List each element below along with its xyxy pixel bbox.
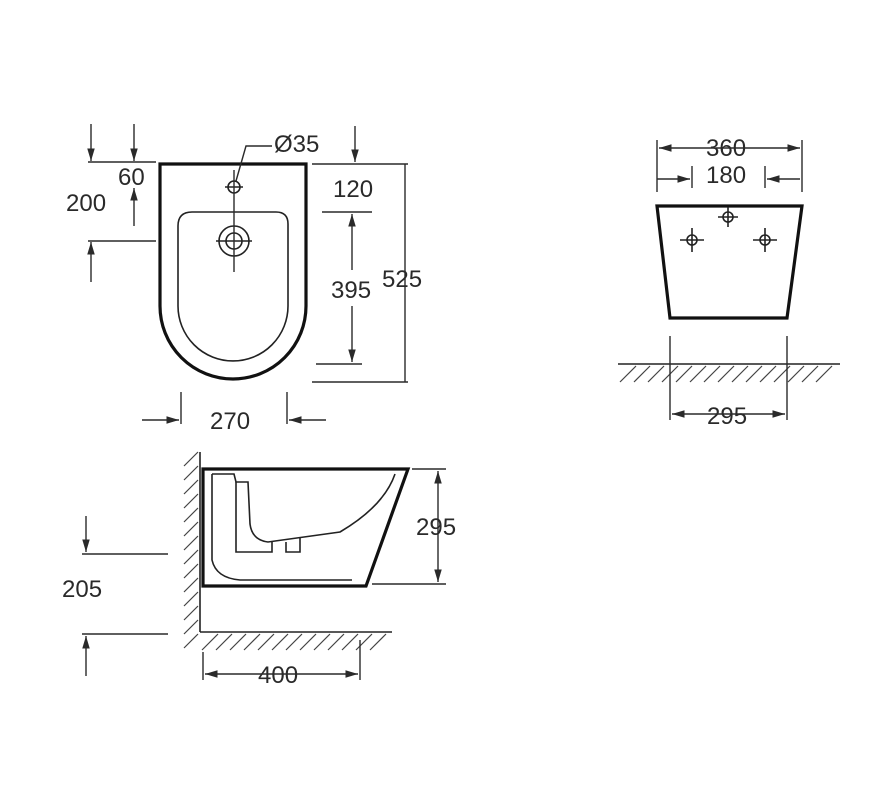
side-view-wall-hatch <box>183 451 201 649</box>
dim-label-180: 180 <box>706 162 746 189</box>
dim-label-295-rear: 295 <box>707 403 747 430</box>
dim-label-120: 120 <box>333 176 373 203</box>
rear-hole-right <box>753 228 777 252</box>
rear-view-outline <box>655 204 804 320</box>
top-view-inner-basin <box>177 211 289 362</box>
dim-label-360: 360 <box>706 135 746 162</box>
side-view-trap <box>211 474 352 581</box>
diameter-leader <box>235 145 272 182</box>
dim-label-205: 205 <box>62 576 102 603</box>
dim-label-270: 270 <box>210 408 250 435</box>
dim-label-200: 200 <box>66 190 106 217</box>
side-view-floor-hatch <box>200 631 392 651</box>
top-view-outer-outline <box>158 162 308 381</box>
dim-label-60: 60 <box>118 164 145 191</box>
rear-hole-left <box>680 228 704 252</box>
rear-view-floor-hatch <box>618 363 840 383</box>
dim-label-525: 525 <box>382 266 422 293</box>
side-view: 295 205 400 <box>62 451 456 689</box>
side-view-outline <box>201 467 411 588</box>
side-view-drain <box>235 482 301 553</box>
dim-label-295-side: 295 <box>416 514 456 541</box>
dim-label-diameter-35: Ø35 <box>274 131 319 158</box>
rear-hole-center <box>718 207 738 227</box>
rear-view: 360 180 295 <box>618 135 840 430</box>
dim-label-395: 395 <box>331 277 371 304</box>
dim-label-400: 400 <box>258 662 298 689</box>
top-view: Ø35 60 200 525 120 395 270 <box>66 124 422 435</box>
side-view-bowl-section <box>212 473 396 543</box>
